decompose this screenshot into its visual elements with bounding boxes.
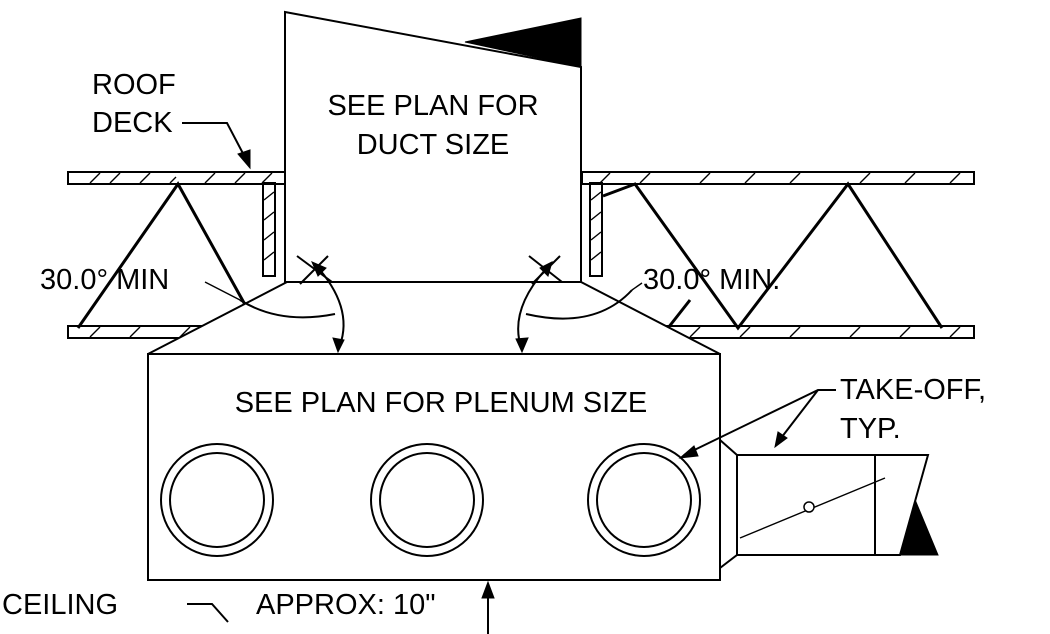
takeoff-round-3 bbox=[587, 443, 701, 557]
plenum-transition bbox=[147, 281, 721, 355]
side-takeoff bbox=[719, 439, 939, 569]
roof-deck-leader bbox=[182, 122, 251, 170]
takeoff-leader bbox=[678, 389, 836, 459]
duct-size-note-line2: DUCT SIZE bbox=[357, 129, 510, 161]
takeoff-label-line2: TYP. bbox=[840, 413, 901, 445]
web-right-stub bbox=[666, 299, 692, 329]
takeoff-round-2 bbox=[370, 443, 484, 557]
roof-deck-left bbox=[67, 171, 286, 185]
angle-arc-right bbox=[525, 289, 633, 320]
angle-label-right: 30.0° MIN. bbox=[643, 264, 780, 296]
ceiling-leader bbox=[187, 603, 229, 623]
web-left bbox=[76, 181, 260, 329]
damper-pivot bbox=[803, 501, 815, 513]
takeoff-round-1 bbox=[160, 443, 274, 557]
web-right bbox=[602, 181, 944, 331]
approx-dimension bbox=[481, 580, 495, 634]
duct bbox=[284, 10, 582, 283]
takeoff-break-mark bbox=[899, 500, 939, 556]
joist-webs bbox=[76, 181, 944, 331]
takeoff-label-line1: TAKE-OFF, bbox=[840, 374, 986, 406]
duct-break-mark bbox=[464, 17, 582, 68]
angle-label-left: 30.0° MIN bbox=[40, 264, 169, 296]
angle-arc-left bbox=[239, 299, 336, 319]
roof-deck-label-line2: DECK bbox=[92, 107, 173, 139]
approx-dimension-label: APPROX: 10" bbox=[256, 589, 436, 621]
duct-size-note-line1: SEE PLAN FOR bbox=[327, 90, 538, 122]
curb-left bbox=[262, 182, 276, 277]
ceiling-label: CEILING bbox=[2, 589, 118, 621]
angle-marks bbox=[204, 255, 643, 354]
curb-right bbox=[589, 182, 603, 277]
roof-deck-label-line1: ROOF bbox=[92, 69, 176, 101]
plenum-size-note: SEE PLAN FOR PLENUM SIZE bbox=[235, 387, 648, 419]
bottom-chord-right bbox=[659, 325, 975, 339]
